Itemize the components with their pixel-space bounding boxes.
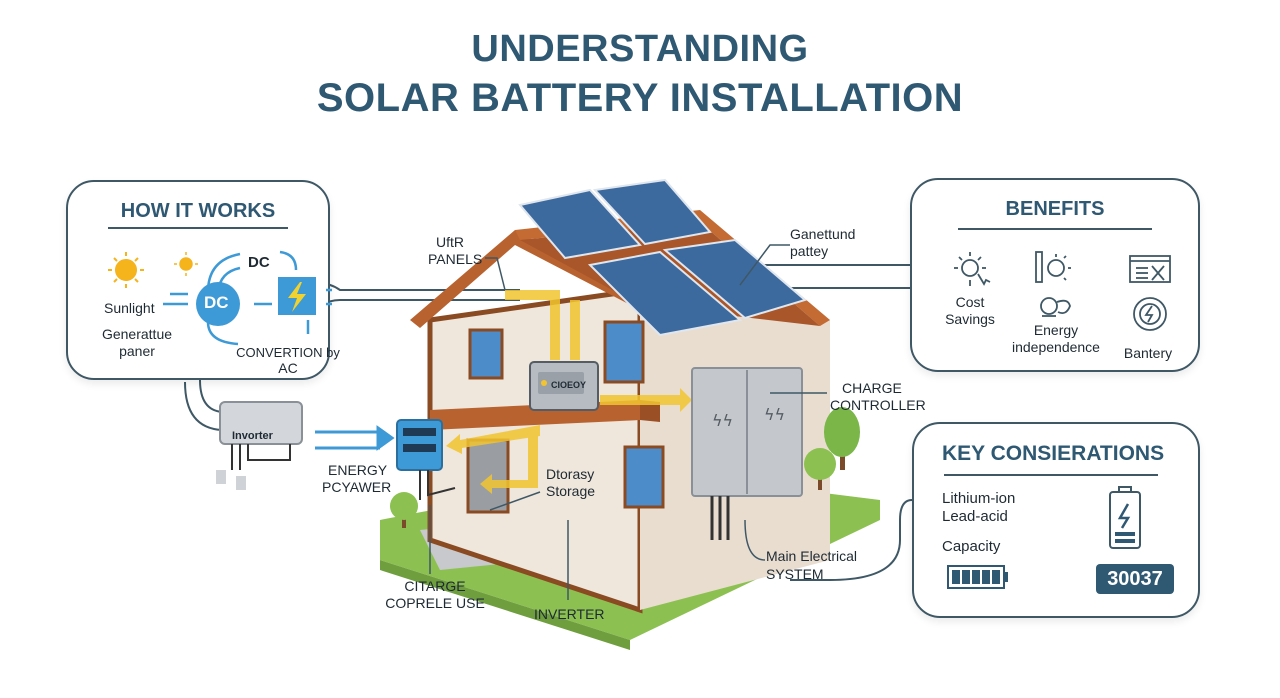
energy-flow-lower (480, 430, 538, 494)
connector-line-top (317, 282, 520, 291)
energy-flow-arrows (446, 290, 692, 494)
main-electrical-label-line2: SYSTEM (766, 566, 824, 582)
inverter-connector-top (199, 379, 223, 413)
indoor-battery (529, 361, 599, 411)
solar-panel-2 (592, 178, 712, 246)
charge-controller-label-line2: CONTROLLER (830, 397, 926, 413)
storage-label-line1: Dtorasy (546, 466, 595, 482)
storage-label-line2: Storage (546, 483, 596, 499)
sunlight-label: Sunlight (104, 300, 155, 316)
battery-charge-icon (1109, 486, 1141, 549)
svg-text:ϟϟ: ϟϟ (764, 405, 785, 424)
benefits-rule (958, 228, 1152, 230)
benefits-panel: BENEFITS (910, 178, 1200, 372)
battery-box-label: CIOEOY (551, 380, 587, 390)
energy-power-label-line1: ENERGY (328, 462, 388, 478)
external-inverter (216, 401, 303, 490)
energy-flow-right (600, 388, 692, 412)
key-considerations-title: KEY CONSIERATIONS (942, 442, 1165, 465)
window-lower-right (623, 445, 665, 509)
dc-circle-label: DC (204, 293, 229, 312)
energy-flow-down-2 (570, 300, 580, 360)
benefit-label-battery: Bantery (1123, 345, 1173, 361)
solar-panel-3 (587, 250, 743, 337)
solar-panel-4 (662, 238, 808, 320)
how-it-works-title: HOW IT WORKS (120, 200, 276, 222)
benefit-label-cost-line1: Cost (955, 294, 985, 310)
connector-line-bottom (317, 299, 520, 307)
benefit-label-cost-line2: Savings (945, 311, 995, 327)
inverter-label: INVERTER (534, 606, 605, 622)
page-title-line2: SOLAR BATTERY INSTALLATION (316, 76, 964, 120)
svg-text:ϟϟ: ϟϟ (712, 411, 733, 430)
sun-icon (108, 252, 144, 288)
door (466, 438, 510, 514)
consideration-item-lead-acid: Lead-acid (942, 508, 1008, 525)
solar-panel-1 (518, 188, 642, 260)
how-it-works-panel: HOW IT WORKS DC DC Sunligh (66, 180, 340, 380)
key-considerations-panel: KEY CONSIERATIONS Lithium-ion Lead-acid … (912, 422, 1200, 618)
consideration-item-lithium: Lithium-ion (942, 490, 1016, 507)
capacity-battery-icon (947, 565, 1008, 589)
conversion-label-line2: AC (278, 360, 298, 376)
energy-power-label-line2: PCYAWER (322, 479, 392, 495)
capacity-value-badge: 30037 (1096, 564, 1174, 594)
battery-label-line2: pattey (790, 243, 829, 259)
main-electrical-label-line1: Main Electrical (766, 548, 858, 564)
window-x-icon (1129, 255, 1171, 283)
charge-controller-box: ϟϟ ϟϟ (691, 367, 803, 540)
page-title-line1: UNDERSTANDING (471, 28, 809, 70)
charge-controller-label-line1: CHARGE (842, 380, 902, 396)
generator-label-line1: Generattue (101, 326, 173, 342)
benefit-label-energy-line2: independence (1012, 339, 1100, 355)
panel-sun-icon (1035, 251, 1071, 283)
charge-use-label-line1: CITARGE (404, 578, 466, 594)
dc-label: DC (248, 254, 270, 271)
dc-circle-icon (196, 282, 240, 326)
window-upper-left (468, 328, 504, 380)
capacity-label: Capacity (942, 538, 1001, 555)
sun-cursor-icon (954, 252, 991, 286)
flow-arrow-to-meter (315, 425, 395, 451)
inverter-connector-bottom (184, 381, 223, 431)
energy-meter (396, 419, 456, 500)
gear-lightning-icon (1133, 297, 1167, 331)
how-it-works-graphic (108, 250, 332, 346)
key-considerations-rule (944, 474, 1158, 476)
benefits-title: BENEFITS (1005, 198, 1105, 220)
generator-label-line2: paner (119, 343, 155, 359)
trees (390, 407, 860, 528)
small-sun-icon (174, 252, 198, 276)
solar-panels (518, 178, 808, 337)
energy-flow-down-1 (550, 290, 560, 360)
inverter-box-label: Invorter (232, 430, 273, 442)
panels-label-line2: PANELS (428, 251, 483, 267)
how-it-works-rule (108, 227, 288, 229)
battery-label-line1: Ganettund (790, 226, 856, 242)
charge-use-label-line2: COPRELE USE (385, 595, 485, 611)
piggy-leaf-icon (1040, 297, 1071, 317)
conversion-label-line1: CONVERTION by (236, 345, 340, 360)
benefit-label-energy-line1: Energy (1033, 322, 1079, 338)
leader-lines (429, 244, 827, 600)
energy-flow-roof (505, 290, 560, 300)
energy-flow-left (446, 425, 540, 454)
key-connector (790, 499, 913, 581)
panels-label-line1: UftR (436, 234, 464, 250)
window-upper-right (603, 320, 645, 384)
